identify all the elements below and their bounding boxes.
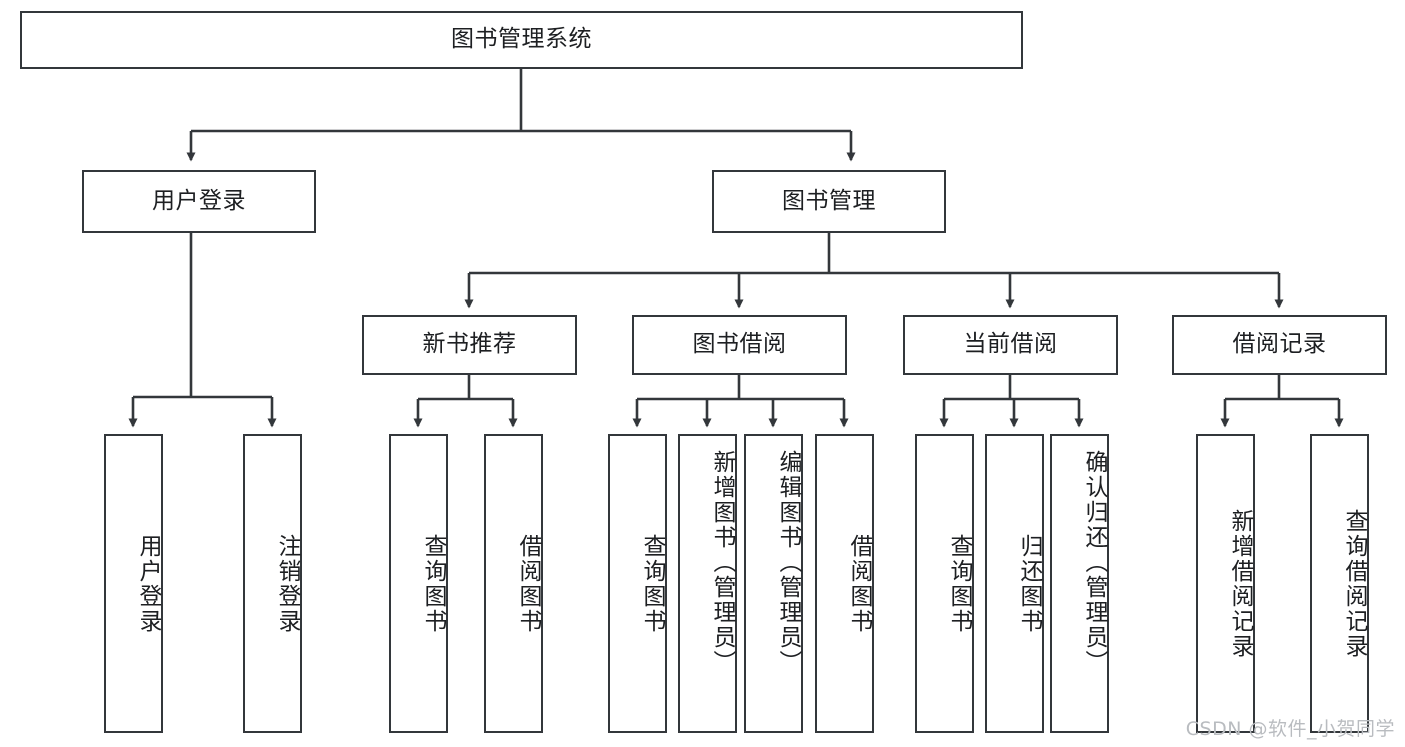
node-new-book-recommendation[interactable]: 新书推荐 (362, 315, 577, 375)
leaf-edit-book-admin[interactable]: 编辑图书（管理员） (744, 434, 803, 733)
leaf-add-borrowing-record[interactable]: 新增借阅记录 (1196, 434, 1255, 733)
node-label: 图书借阅 (692, 331, 787, 358)
node-label: 确认归还（管理员） (1081, 450, 1107, 675)
leaf-query-books-borrowing[interactable]: 查询图书 (608, 434, 667, 733)
node-label: 图书管理 (782, 187, 876, 214)
node-book-borrowing[interactable]: 图书借阅 (632, 315, 847, 375)
node-label: 当前借阅 (963, 331, 1058, 358)
leaf-user-login[interactable]: 用户登录 (104, 434, 163, 733)
node-label: 图书管理系统 (451, 26, 592, 53)
node-label: 注销登录 (274, 533, 300, 634)
node-label: 借阅图书 (515, 533, 541, 634)
node-label: 编辑图书（管理员） (775, 450, 801, 675)
node-label: 借阅记录 (1232, 331, 1327, 358)
leaf-add-book-admin[interactable]: 新增图书（管理员） (678, 434, 737, 733)
node-label: 查询图书 (946, 533, 972, 634)
node-label: 归还图书 (1016, 533, 1042, 634)
leaf-query-books-current[interactable]: 查询图书 (915, 434, 974, 733)
node-label: 借阅图书 (846, 533, 872, 634)
node-label: 新增借阅记录 (1227, 508, 1253, 659)
node-label: 用户登录 (152, 187, 246, 214)
leaf-confirm-return-admin[interactable]: 确认归还（管理员） (1050, 434, 1109, 733)
leaf-borrow-books-borrowing[interactable]: 借阅图书 (815, 434, 874, 733)
node-label: 新书推荐 (422, 331, 517, 358)
node-user-login[interactable]: 用户登录 (82, 170, 316, 233)
node-current-borrowing[interactable]: 当前借阅 (903, 315, 1118, 375)
leaf-logout[interactable]: 注销登录 (243, 434, 302, 733)
node-book-management[interactable]: 图书管理 (712, 170, 946, 233)
node-label: 查询图书 (420, 533, 446, 634)
node-label: 新增图书（管理员） (709, 450, 735, 675)
leaf-query-borrowing-record[interactable]: 查询借阅记录 (1310, 434, 1369, 733)
node-label: 查询图书 (639, 533, 665, 634)
leaf-query-books-recommendation[interactable]: 查询图书 (389, 434, 448, 733)
leaf-return-books[interactable]: 归还图书 (985, 434, 1044, 733)
leaf-borrow-books-recommendation[interactable]: 借阅图书 (484, 434, 543, 733)
node-label: 查询借阅记录 (1341, 508, 1367, 659)
node-book-management-system[interactable]: 图书管理系统 (20, 11, 1023, 69)
node-borrowing-records[interactable]: 借阅记录 (1172, 315, 1387, 375)
node-label: 用户登录 (135, 533, 161, 634)
